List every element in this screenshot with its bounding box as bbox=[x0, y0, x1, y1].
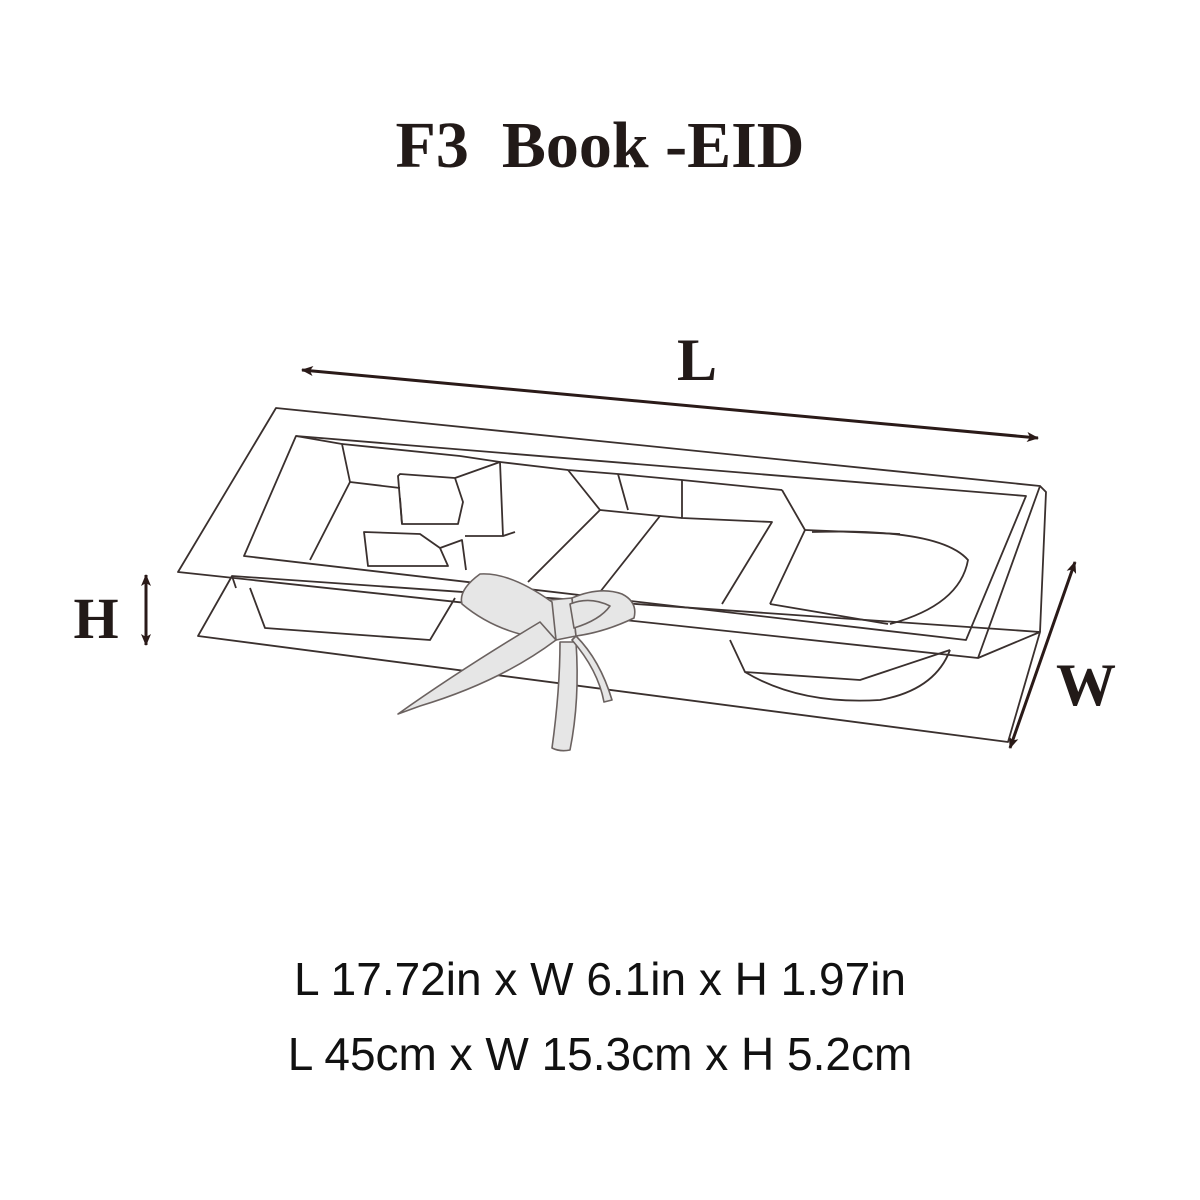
letter-e-insert bbox=[397, 473, 464, 525]
lid-window bbox=[243, 435, 1027, 641]
letter-d-insert bbox=[769, 489, 806, 605]
length-label: L bbox=[677, 327, 717, 393]
width-label: W bbox=[1056, 652, 1116, 718]
height-label: H bbox=[73, 586, 118, 651]
gift-box bbox=[177, 407, 1047, 743]
dimensions-imperial: L 17.72in x W 6.1in x H 1.97in bbox=[294, 953, 906, 1005]
diagram-title: F3 Book -EID bbox=[395, 109, 805, 182]
dimensions-metric: L 45cm x W 15.3cm x H 5.2cm bbox=[287, 1028, 913, 1080]
ribbon-bow bbox=[397, 573, 636, 752]
length-arrow bbox=[301, 366, 1039, 442]
width-arrow bbox=[1008, 561, 1077, 749]
